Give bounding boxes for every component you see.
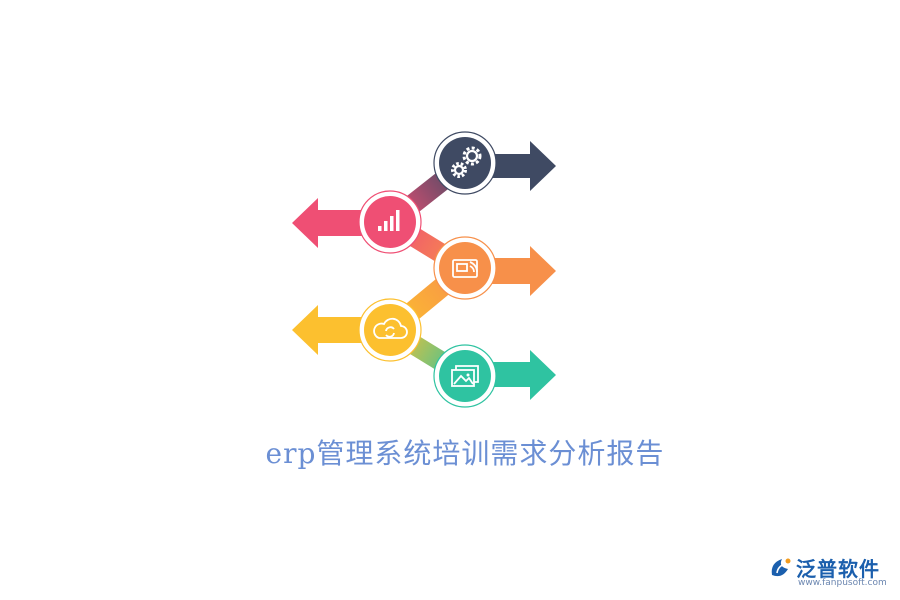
logo-url: www.fanpusoft.com (798, 578, 887, 588)
node-gallery (433, 344, 497, 408)
screen-share-icon (452, 259, 478, 278)
brand-logo: 泛普软件 www.fanpusoft.com (768, 553, 898, 595)
node-cloud (358, 298, 422, 362)
gears-icon (451, 146, 482, 178)
image-gallery-icon (451, 365, 479, 387)
diagram-title: erp管理系统培训需求分析报告 (265, 437, 665, 470)
logo-name: 泛普软件 (796, 557, 880, 581)
node-screen (433, 236, 497, 300)
node-bar-chart (358, 190, 422, 254)
node-gears (433, 131, 497, 195)
cloud-sync-icon (373, 317, 408, 339)
logo-icon (771, 558, 791, 577)
bar-chart-icon (378, 210, 400, 231)
arrow-right-1 (465, 141, 556, 191)
